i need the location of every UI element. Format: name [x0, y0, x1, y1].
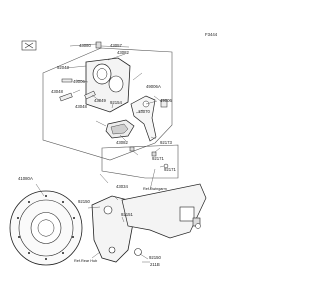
caliper-holder	[91, 195, 142, 263]
leader-lines	[35, 43, 165, 263]
label-43034: 43034	[116, 184, 129, 189]
label-92151: 92151	[121, 212, 134, 217]
label-ref-swingarm: Ref.Swingarm	[143, 187, 167, 191]
label-43082-b: 43082	[116, 140, 129, 145]
label-211b: 211B	[150, 262, 160, 267]
brake-disc	[9, 190, 83, 266]
label-49006-b: 49006	[160, 98, 173, 103]
label-43080: 43080	[79, 43, 92, 48]
rear-brake-parts-diagram: F3444	[9, 32, 218, 267]
label-92154: 92154	[110, 100, 123, 105]
label-49006a: 49006A	[146, 84, 161, 89]
label-43049: 43049	[94, 98, 107, 103]
label-92171-b: 92171	[164, 167, 177, 172]
label-43048-a: 43048	[51, 89, 64, 94]
label-43057: 43057	[110, 43, 123, 48]
caliper-pins	[59, 78, 96, 102]
label-43048-b: 43048	[75, 104, 88, 109]
page-code: F3444	[205, 32, 218, 37]
caliper-group-outline	[42, 47, 173, 161]
label-13070: 13070	[138, 109, 151, 114]
label-92150-b: 92150	[149, 255, 162, 260]
label-92173: 92173	[160, 140, 173, 145]
fastener-legend-icon	[21, 40, 37, 51]
label-92150: 92150	[78, 199, 91, 204]
pad-group-outline	[101, 144, 179, 179]
swingarm	[121, 183, 207, 239]
label-41080a: 41080A	[18, 176, 33, 181]
brake-pads	[105, 119, 169, 169]
label-ref-rear-hub: Ref.Rear Hub	[74, 259, 97, 263]
label-43082: 43082	[117, 50, 130, 55]
label-92043: 92043	[57, 65, 70, 70]
label-92171: 92171	[152, 156, 165, 161]
label-49006: 49006	[73, 79, 86, 84]
